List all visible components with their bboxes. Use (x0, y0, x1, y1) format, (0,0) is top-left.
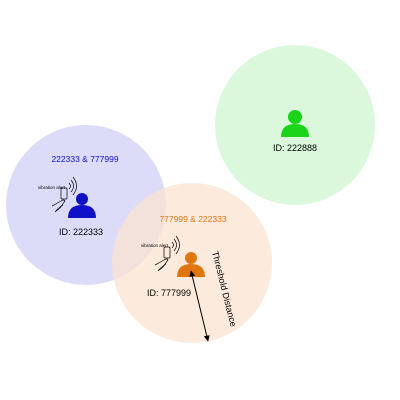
blue-user-id-label: ID: 222333 (59, 227, 103, 237)
orange-vibrating-phone-icon (154, 235, 180, 272)
threshold-distance-arrow (189, 270, 210, 342)
orange-pair-label: 777999 & 222333 (159, 214, 226, 224)
blue-vibrating-phone-icon (51, 176, 77, 213)
orange-vibration-alert-label: vibration alert (141, 243, 169, 248)
blue-user-person-icon (68, 193, 96, 218)
blue-vibration-alert-label: vibration alert (38, 185, 66, 190)
orange-user-id-label: ID: 777999 (147, 288, 191, 298)
green-user-person-icon (281, 110, 309, 137)
blue-pair-label: 222333 & 777999 (51, 154, 118, 164)
green-user-id-label: ID: 222888 (273, 143, 317, 153)
